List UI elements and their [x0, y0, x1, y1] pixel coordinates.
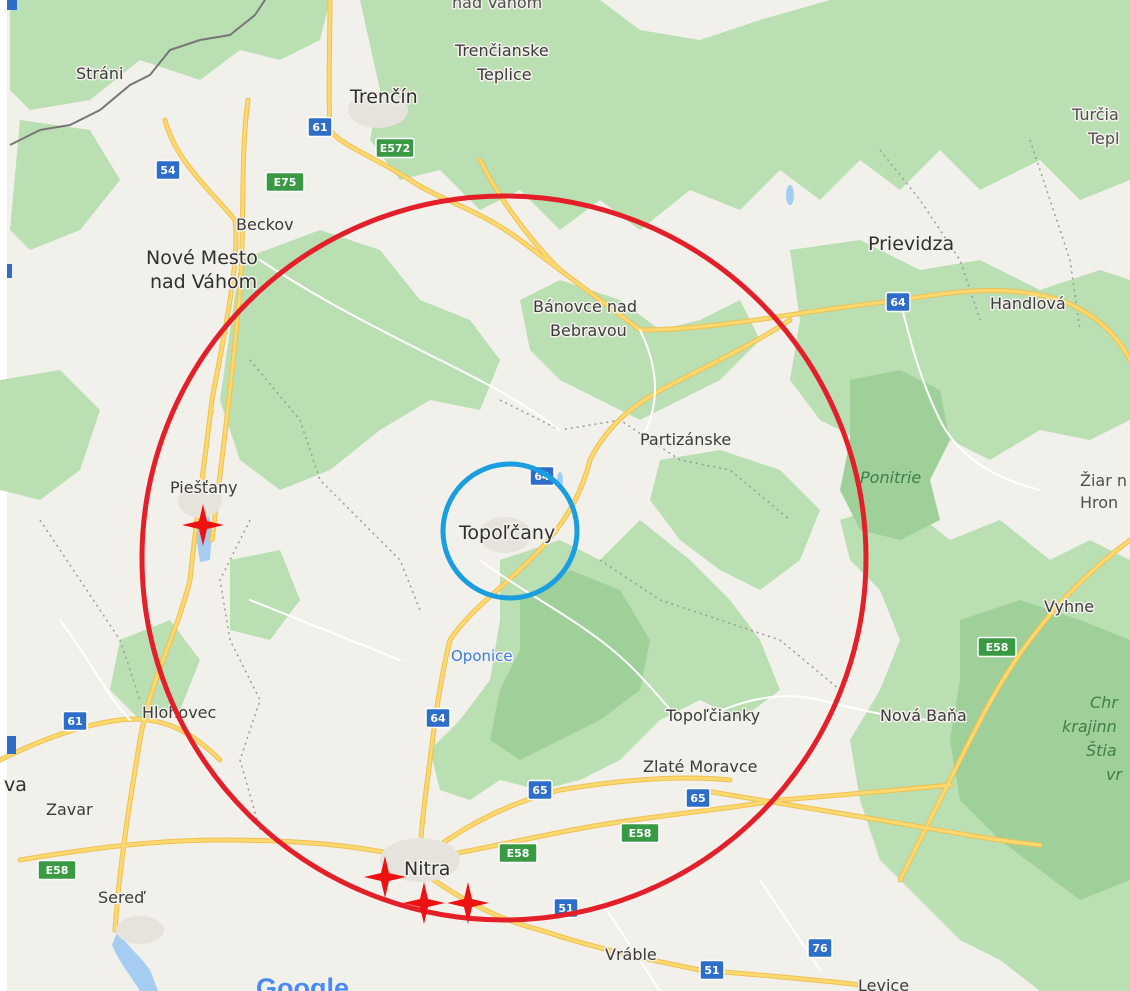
svg-text:61: 61 [67, 715, 82, 728]
national-road-shield-51: 51 [699, 959, 725, 981]
place-label-partizanske: Partizánske [640, 430, 731, 449]
google-logo: Google [256, 973, 349, 991]
red-four-point-star-icon [447, 882, 489, 924]
place-label-trencin: Trenčín [349, 86, 418, 108]
place-label-strani: Stráni [76, 64, 123, 83]
svg-text:76: 76 [812, 942, 828, 955]
park-label-ponitrie: Ponitrie [860, 468, 921, 487]
district-boundaries [39, 139, 1081, 831]
star-markers [182, 504, 489, 924]
place-label-handlova: Handlová [990, 294, 1066, 313]
place-label-zavar: Zavar [46, 800, 93, 819]
park-label-krajinn: krajinn [1062, 717, 1117, 736]
svg-text:61: 61 [312, 121, 327, 134]
svg-text:64: 64 [890, 296, 906, 309]
place-label-topolcianky: Topoľčianky [665, 706, 760, 725]
urban-areas [116, 92, 531, 944]
place-label-teplice: Teplice [476, 65, 532, 84]
national-road-shield-65: 65 [527, 779, 553, 801]
svg-text:E58: E58 [986, 641, 1009, 654]
red-four-point-star-icon [364, 856, 406, 898]
national-road-shield-64: 64 [885, 291, 911, 313]
place-label-zlate-moravce: Zlaté Moravce [643, 757, 758, 776]
svg-text:65: 65 [532, 784, 547, 797]
national-road-shield-64: 64 [425, 707, 451, 729]
cut-label-turcia: Turčia [1071, 105, 1119, 124]
european-road-shield-E58: E58 [37, 859, 77, 881]
edge-shield-fragment [7, 736, 16, 754]
poi-label-oponice: Oponice [451, 647, 513, 665]
cut-label-va: va [4, 774, 27, 796]
cut-label-top-nad-vahom: nad Váhom [452, 0, 542, 12]
place-label-nitra: Nitra [404, 858, 450, 880]
blue-circle-outline [440, 461, 580, 601]
european-road-shield-E58: E58 [620, 822, 660, 844]
place-label-beckov: Beckov [236, 215, 294, 234]
place-label-prievidza: Prievidza [868, 233, 954, 255]
place-label-nova-bana: Nová Baňa [880, 706, 967, 725]
forest-dark-areas [490, 370, 1130, 900]
european-road-shield-E572: E572 [375, 137, 415, 159]
national-road-shield-65: 65 [685, 787, 711, 809]
place-label-sered: Sereď [98, 888, 146, 907]
park-label-stia: Štia [1086, 741, 1117, 760]
place-label-topolcany: Topoľčany [458, 522, 555, 544]
red-four-point-star-icon [403, 882, 445, 924]
edge-shield-fragment [7, 0, 17, 10]
national-road-shield-61: 61 [62, 710, 88, 732]
national-road-shield-54: 54 [155, 159, 181, 181]
european-road-shield-E58: E58 [498, 842, 538, 864]
place-label-vyhne: Vyhne [1044, 597, 1094, 616]
red-four-point-star-icon [182, 504, 224, 546]
place-label-trencianske: Trenčianske [454, 41, 549, 60]
place-label-banovce: Bánovce nad [533, 297, 637, 316]
svg-text:E58: E58 [46, 864, 69, 877]
country-border [9, 0, 266, 146]
place-label-nad-vahom: nad Váhom [150, 271, 257, 293]
red-circle-outline [139, 193, 869, 923]
svg-text:E58: E58 [629, 827, 652, 840]
crop-border [0, 0, 7, 991]
cut-label-ziar: Žiar n [1080, 471, 1127, 490]
place-label-bebravou: Bebravou [550, 321, 627, 340]
park-label-chr: Chr [1090, 693, 1119, 712]
svg-text:51: 51 [704, 964, 719, 977]
cut-label-tepl: Tepl [1087, 129, 1120, 148]
national-road-shield-61: 61 [307, 116, 333, 138]
place-label-nove-mesto: Nové Mesto [146, 247, 258, 269]
svg-text:64: 64 [430, 712, 446, 725]
european-road-shield-E58: E58 [977, 636, 1017, 658]
park-label-vr: vr [1106, 765, 1123, 784]
national-road-shield-76: 76 [807, 937, 833, 959]
edge-shield-fragment [7, 264, 12, 278]
svg-text:54: 54 [160, 164, 176, 177]
place-label-vrable: Vráble [605, 945, 657, 964]
svg-text:E572: E572 [380, 142, 410, 155]
place-label-levice: Levice [858, 976, 909, 991]
european-road-shield-E75: E75 [265, 171, 305, 193]
svg-text:E75: E75 [274, 176, 297, 189]
svg-text:E58: E58 [507, 847, 530, 860]
map-labels: Trenčianske Teplice Trenčín Stráni Becko… [3, 0, 1129, 991]
minor-roads [59, 259, 1041, 991]
place-label-piestany: Piešťany [170, 478, 238, 497]
svg-text:65: 65 [690, 792, 705, 805]
cut-label-hron: Hron [1080, 493, 1118, 512]
